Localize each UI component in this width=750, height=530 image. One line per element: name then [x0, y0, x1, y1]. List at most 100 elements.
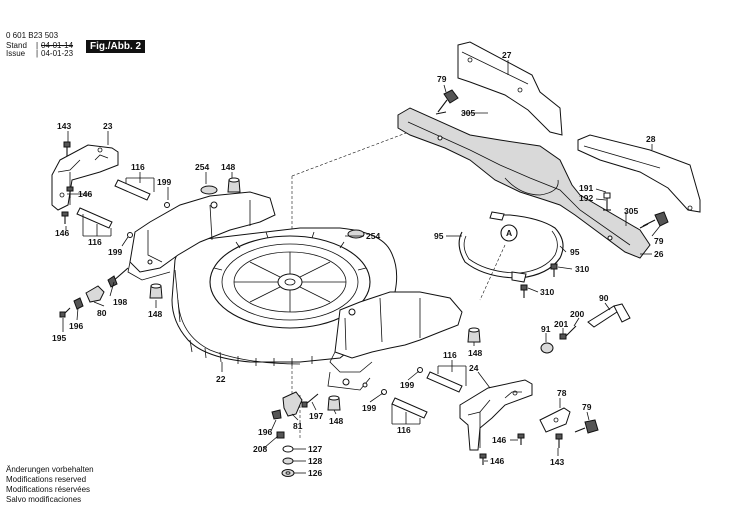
screw-196-195-left	[59, 297, 84, 318]
foot-148-top	[227, 177, 241, 193]
issue-bracket: |	[35, 49, 39, 58]
part-number: 0 601 B23 503	[6, 31, 59, 40]
callout-90: 90	[599, 293, 609, 303]
callout-199-right: 199	[400, 380, 414, 390]
callout-116-left: 116	[88, 237, 102, 247]
callout-95-right: 95	[570, 247, 580, 257]
callout-199-top: 199	[157, 177, 171, 187]
figure-label: Fig./Abb. 2	[86, 40, 146, 53]
fence-rail-26	[397, 107, 651, 259]
callout-197: 197	[309, 411, 323, 421]
callout-198: 198	[113, 297, 127, 307]
callout-254-top: 254	[195, 162, 209, 172]
callout-305-right: 305	[624, 206, 638, 216]
callout-79-top: 79	[437, 74, 447, 84]
callout-192: 192	[579, 193, 593, 203]
washer-254-top	[200, 185, 218, 195]
issue-line: Issue |04-01-23	[6, 49, 73, 58]
callout-254-right: 254	[366, 231, 380, 241]
footer-line-en: Modifications reserved	[6, 475, 87, 484]
callout-195: 195	[52, 333, 66, 343]
callout-310-bottom: 310	[540, 287, 554, 297]
callout-199-left: 199	[108, 247, 122, 257]
footer-line-fr: Modifications réservées	[6, 485, 91, 494]
callout-78: 78	[557, 388, 567, 398]
latch-78	[539, 407, 571, 433]
callout-128: 128	[308, 456, 322, 466]
pins-116-top	[76, 179, 151, 229]
callout-200: 200	[570, 309, 584, 319]
lever-80	[85, 285, 105, 303]
callout-148-bottom: 148	[329, 416, 343, 426]
stand-date: 04-01-14	[41, 41, 74, 50]
callout-26: 26	[654, 249, 664, 259]
foot-148-right	[467, 327, 481, 343]
support-bracket-24	[459, 379, 533, 451]
fence-plate-27	[457, 41, 563, 136]
callout-116-right: 116	[443, 350, 457, 360]
knob-79-right	[639, 211, 669, 229]
callout-310-top: 310	[575, 264, 589, 274]
callout-116-bottom: 116	[397, 425, 411, 435]
callout-79-bottom: 79	[582, 402, 592, 412]
issue-date: 04-01-23	[41, 49, 74, 58]
callout-201: 201	[554, 319, 568, 329]
callout-208: 208	[253, 444, 267, 454]
bolts-191-192	[603, 192, 611, 211]
lever-81	[282, 391, 303, 417]
callout-148-left: 148	[148, 309, 162, 319]
foot-148-bottom	[327, 395, 341, 411]
callout-23: 23	[103, 121, 113, 131]
support-bracket-23	[51, 144, 119, 211]
callout-116-top: 116	[131, 162, 145, 172]
callout-80: 80	[97, 308, 107, 318]
footer-line-de: Änderungen vorbehalten	[6, 465, 94, 474]
callout-148-top: 148	[221, 162, 235, 172]
fence-plate-28	[577, 134, 701, 213]
pins-116-bottom	[391, 371, 463, 419]
callout-127: 127	[308, 444, 322, 454]
screw-196-bottom	[271, 409, 282, 420]
footer-line-es: Salvo modificaciones	[6, 495, 82, 504]
leader-lines	[62, 60, 661, 474]
nut-208	[276, 431, 285, 439]
screw-197	[301, 393, 319, 408]
issue-label: Issue	[6, 49, 26, 58]
lock-rod-90	[587, 303, 631, 328]
callout-24: 24	[469, 363, 479, 373]
stand-bracket: |	[35, 41, 39, 50]
base-left-bracket	[127, 191, 276, 281]
callout-146-bottom: 146	[490, 456, 504, 466]
knob-79-bottom	[574, 419, 599, 434]
callout-199-bottom: 199	[362, 403, 376, 413]
callout-126: 126	[308, 468, 322, 478]
callout-146-left: 146	[55, 228, 69, 238]
screw-143-bottom	[555, 433, 563, 448]
callout-27: 27	[502, 50, 512, 60]
base-right-bracket	[327, 291, 463, 391]
callout-labels: 27 79 305 28 143 23 116 254 148 146 199 …	[52, 50, 664, 478]
callout-detail-a: A	[506, 228, 512, 238]
callout-196-left: 196	[69, 321, 83, 331]
callout-143-bottom: 143	[550, 457, 564, 467]
foot-148-left	[149, 283, 163, 299]
callout-146-top: 146	[78, 189, 92, 199]
callout-196-bottom: 196	[258, 427, 272, 437]
stand-label: Stand	[6, 41, 27, 50]
detail-marker-a	[500, 224, 518, 242]
footer-notice: Änderungen vorbehalten Modifications res…	[6, 465, 94, 505]
callout-143-top: 143	[57, 121, 71, 131]
callout-146-right: 146	[492, 435, 506, 445]
screws-146	[61, 186, 525, 465]
callout-191: 191	[579, 183, 593, 193]
washer-254-right	[347, 229, 365, 239]
screw-143-top	[63, 141, 71, 156]
callout-79-right: 79	[654, 236, 664, 246]
washers-127-128-126	[281, 445, 295, 477]
callout-305-top: 305	[461, 108, 475, 118]
screws-310	[520, 263, 558, 298]
callout-95-left: 95	[434, 231, 444, 241]
bolt-198	[107, 267, 129, 288]
